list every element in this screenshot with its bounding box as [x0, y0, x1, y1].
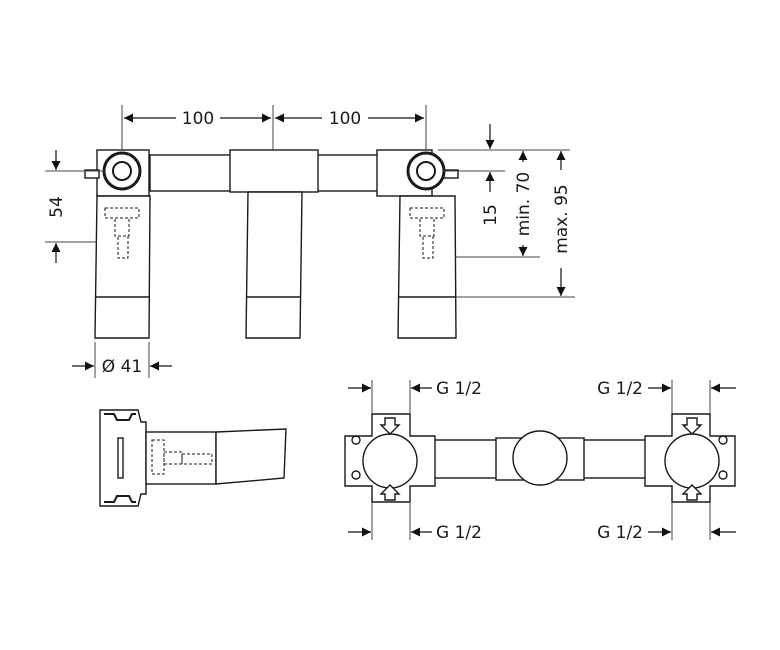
label-diameter: Ø 41 [102, 357, 142, 377]
left-spindle-inner [112, 161, 132, 181]
top-right-body [644, 413, 736, 503]
label-thread-bottom-left: G 1/2 [436, 523, 482, 543]
dim-threads [348, 383, 736, 537]
label-height-15: 15 [481, 204, 501, 226]
label-thread-top-right: G 1/2 [597, 379, 643, 399]
top-view [344, 380, 736, 540]
label-width-left: 100 [182, 109, 214, 129]
label-max-95: max. 95 [552, 184, 572, 253]
front-center-spout [245, 191, 303, 339]
label-thread-top-left: G 1/2 [436, 379, 482, 399]
center-outlet [512, 430, 568, 486]
front-center-tee [229, 149, 319, 193]
right-spindle-inner [416, 161, 436, 181]
label-height-54: 54 [47, 196, 67, 218]
front-right-valve [376, 149, 459, 339]
front-left-valve [84, 149, 151, 339]
front-view [45, 105, 575, 378]
top-left-body [344, 413, 436, 503]
label-thread-bottom-right: G 1/2 [597, 523, 643, 543]
label-min-70: min. 70 [514, 172, 534, 237]
side-view [99, 409, 287, 507]
label-width-right: 100 [329, 109, 361, 129]
